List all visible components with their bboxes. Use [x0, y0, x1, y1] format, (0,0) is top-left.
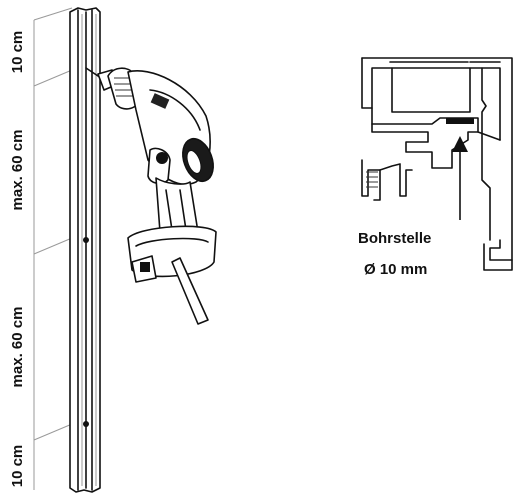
- frame-cross-section: [361, 57, 513, 271]
- dimension-tick-top: [33, 69, 73, 87]
- drill-switch-badge: [150, 93, 170, 109]
- drill-location-callout: Bohrstelle Ø 10 mm: [358, 136, 468, 278]
- dimension-tick-middle: [33, 237, 73, 255]
- arrow-up-icon: [452, 136, 468, 152]
- callout-label: Bohrstelle: [358, 230, 431, 247]
- aluminum-rail: [69, 7, 101, 493]
- dimension-label-top: 10 cm: [9, 31, 26, 74]
- drill-spot-marker: [446, 118, 474, 124]
- drill-point-upper: [83, 237, 89, 243]
- dimension-scale: 10 cm max. 60 cm max. 60 cm 10 cm: [9, 7, 73, 490]
- dimension-tick-start: [33, 7, 73, 21]
- dimension-label-bottom: 10 cm: [9, 445, 26, 488]
- dimension-tick-bottom: [33, 423, 73, 441]
- callout-diameter: Ø 10 mm: [364, 261, 427, 278]
- cordless-drill-icon: [85, 67, 217, 325]
- dimension-label-lower-span: max. 60 cm: [9, 307, 26, 388]
- dimension-label-upper-span: max. 60 cm: [9, 130, 26, 211]
- drill-point-lower: [83, 421, 89, 427]
